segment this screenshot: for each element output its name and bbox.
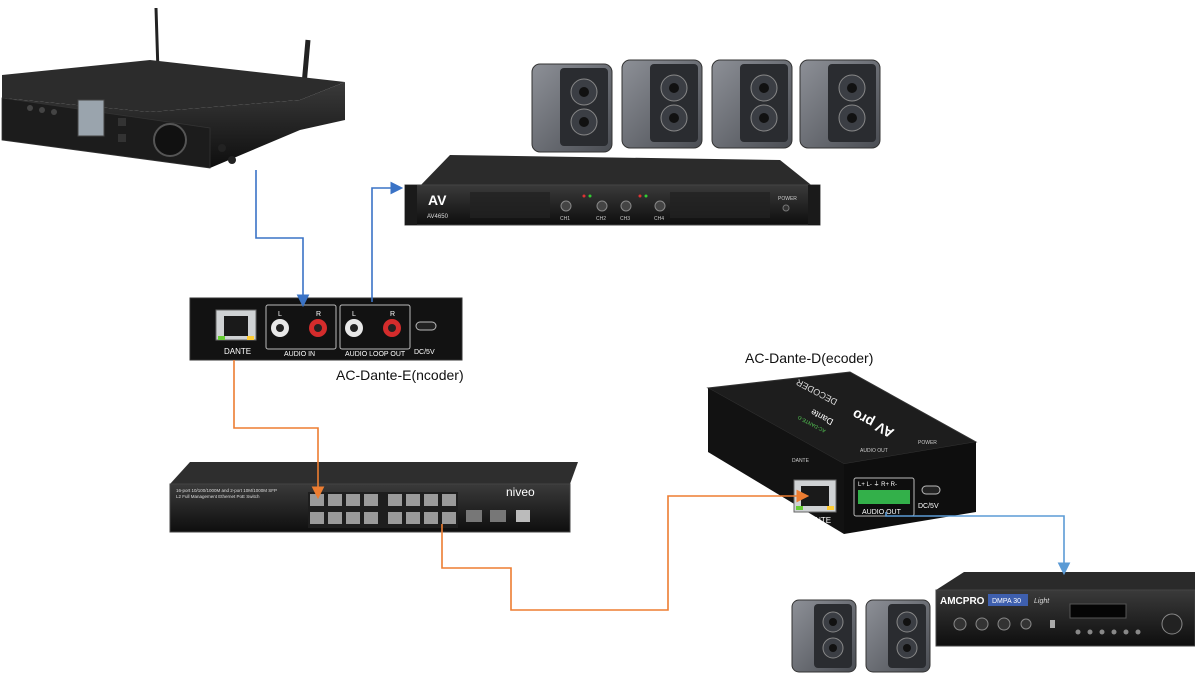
amp-ch4-label: CH4 bbox=[654, 216, 664, 222]
encoder-in-l-label: L bbox=[278, 311, 282, 318]
decoder-phoenix-connector bbox=[858, 490, 910, 504]
switch-brand: niveo bbox=[506, 485, 535, 499]
speaker bbox=[791, 599, 857, 673]
encoder-in-r-label: R bbox=[316, 311, 321, 318]
decoder-lbl-dante: DANTE bbox=[792, 458, 810, 464]
mixer-brand: AMCPRO bbox=[940, 596, 985, 607]
speaker bbox=[711, 59, 793, 149]
decoder-dante-label: DANTE bbox=[804, 516, 831, 525]
decoder-audio-out-label: AUDIO OUT bbox=[862, 509, 902, 516]
tuner-volume-knob bbox=[153, 123, 187, 157]
mixer-volume-knob bbox=[1161, 613, 1183, 635]
decoder-lbl-audio: AUDIO OUT bbox=[860, 448, 888, 454]
amp-ch2-label: CH2 bbox=[596, 216, 606, 222]
network-tuner-device bbox=[1, 7, 345, 169]
decoder-usb-c-port bbox=[921, 485, 941, 495]
poe-network-switch: 16-port 10/100/1000M and 2-port 10M/1000… bbox=[169, 462, 578, 533]
switch-to-decoder-cable bbox=[441, 489, 810, 611]
decoder-dc-label: DC/5V bbox=[918, 503, 939, 510]
encoder-dante-label: DANTE bbox=[224, 347, 251, 356]
mixer-model: DMPA 30 bbox=[992, 598, 1021, 605]
tuner-to-encoder-cable bbox=[255, 170, 310, 308]
encoder-to-amplifier-cable bbox=[371, 181, 404, 302]
tuner-display bbox=[77, 99, 105, 137]
amp-power-label: POWER bbox=[778, 196, 797, 202]
switch-ports bbox=[308, 492, 530, 528]
rack-amplifier: AV AV4650 CH1 CH2 CH3 CH4 POWER bbox=[404, 155, 821, 226]
encoder-loop-r-label: R bbox=[390, 311, 395, 318]
mixer-sub: Light bbox=[1034, 598, 1050, 605]
decoder-to-mixer-cable bbox=[885, 512, 1071, 576]
amp-model: AV4650 bbox=[427, 214, 449, 220]
encoder-loop-l-label: L bbox=[352, 311, 356, 318]
switch-desc-line1: 16-port 10/100/1000M and 2-port 10M/1000… bbox=[176, 488, 277, 493]
encoder-dc-label: DC/5V bbox=[414, 349, 435, 356]
encoder-caption: AC-Dante-E(ncoder) bbox=[336, 367, 464, 383]
amp-power-button-icon bbox=[782, 204, 790, 212]
encoder-loop-out-label: AUDIO LOOP OUT bbox=[345, 351, 406, 358]
speaker-group-bottom bbox=[791, 599, 931, 673]
speaker bbox=[621, 59, 703, 149]
speaker bbox=[531, 63, 613, 153]
encoder-usb-c-port bbox=[415, 321, 437, 331]
speaker bbox=[865, 599, 931, 673]
dante-encoder-device: DANTE L R AUDIO IN L R AUDIO LOOP OUT DC… bbox=[189, 297, 463, 361]
speaker bbox=[799, 59, 881, 149]
encoder-audio-in-label: AUDIO IN bbox=[284, 351, 315, 358]
mixer-display bbox=[1069, 603, 1127, 619]
decoder-pin-labels: L+ L- ⏚ R+ R- bbox=[858, 481, 897, 488]
amp-ch3-label: CH3 bbox=[620, 216, 630, 222]
amp-brand: AV bbox=[428, 192, 447, 208]
mixer-amplifier-device: AMCPRO DMPA 30 Light bbox=[935, 572, 1195, 647]
dante-decoder-device: DECODER AV pro Dante AC-DANTE-D DANTE AU… bbox=[706, 371, 978, 534]
amp-ch1-label: CH1 bbox=[560, 216, 570, 222]
encoder-to-switch-cable bbox=[233, 360, 325, 500]
decoder-caption: AC-Dante-D(ecoder) bbox=[745, 350, 873, 366]
decoder-lbl-power: POWER bbox=[918, 440, 937, 446]
switch-desc-line2: L2 Full Management Ethernet PoE Switch bbox=[176, 494, 260, 499]
speaker-group-top bbox=[531, 59, 881, 153]
